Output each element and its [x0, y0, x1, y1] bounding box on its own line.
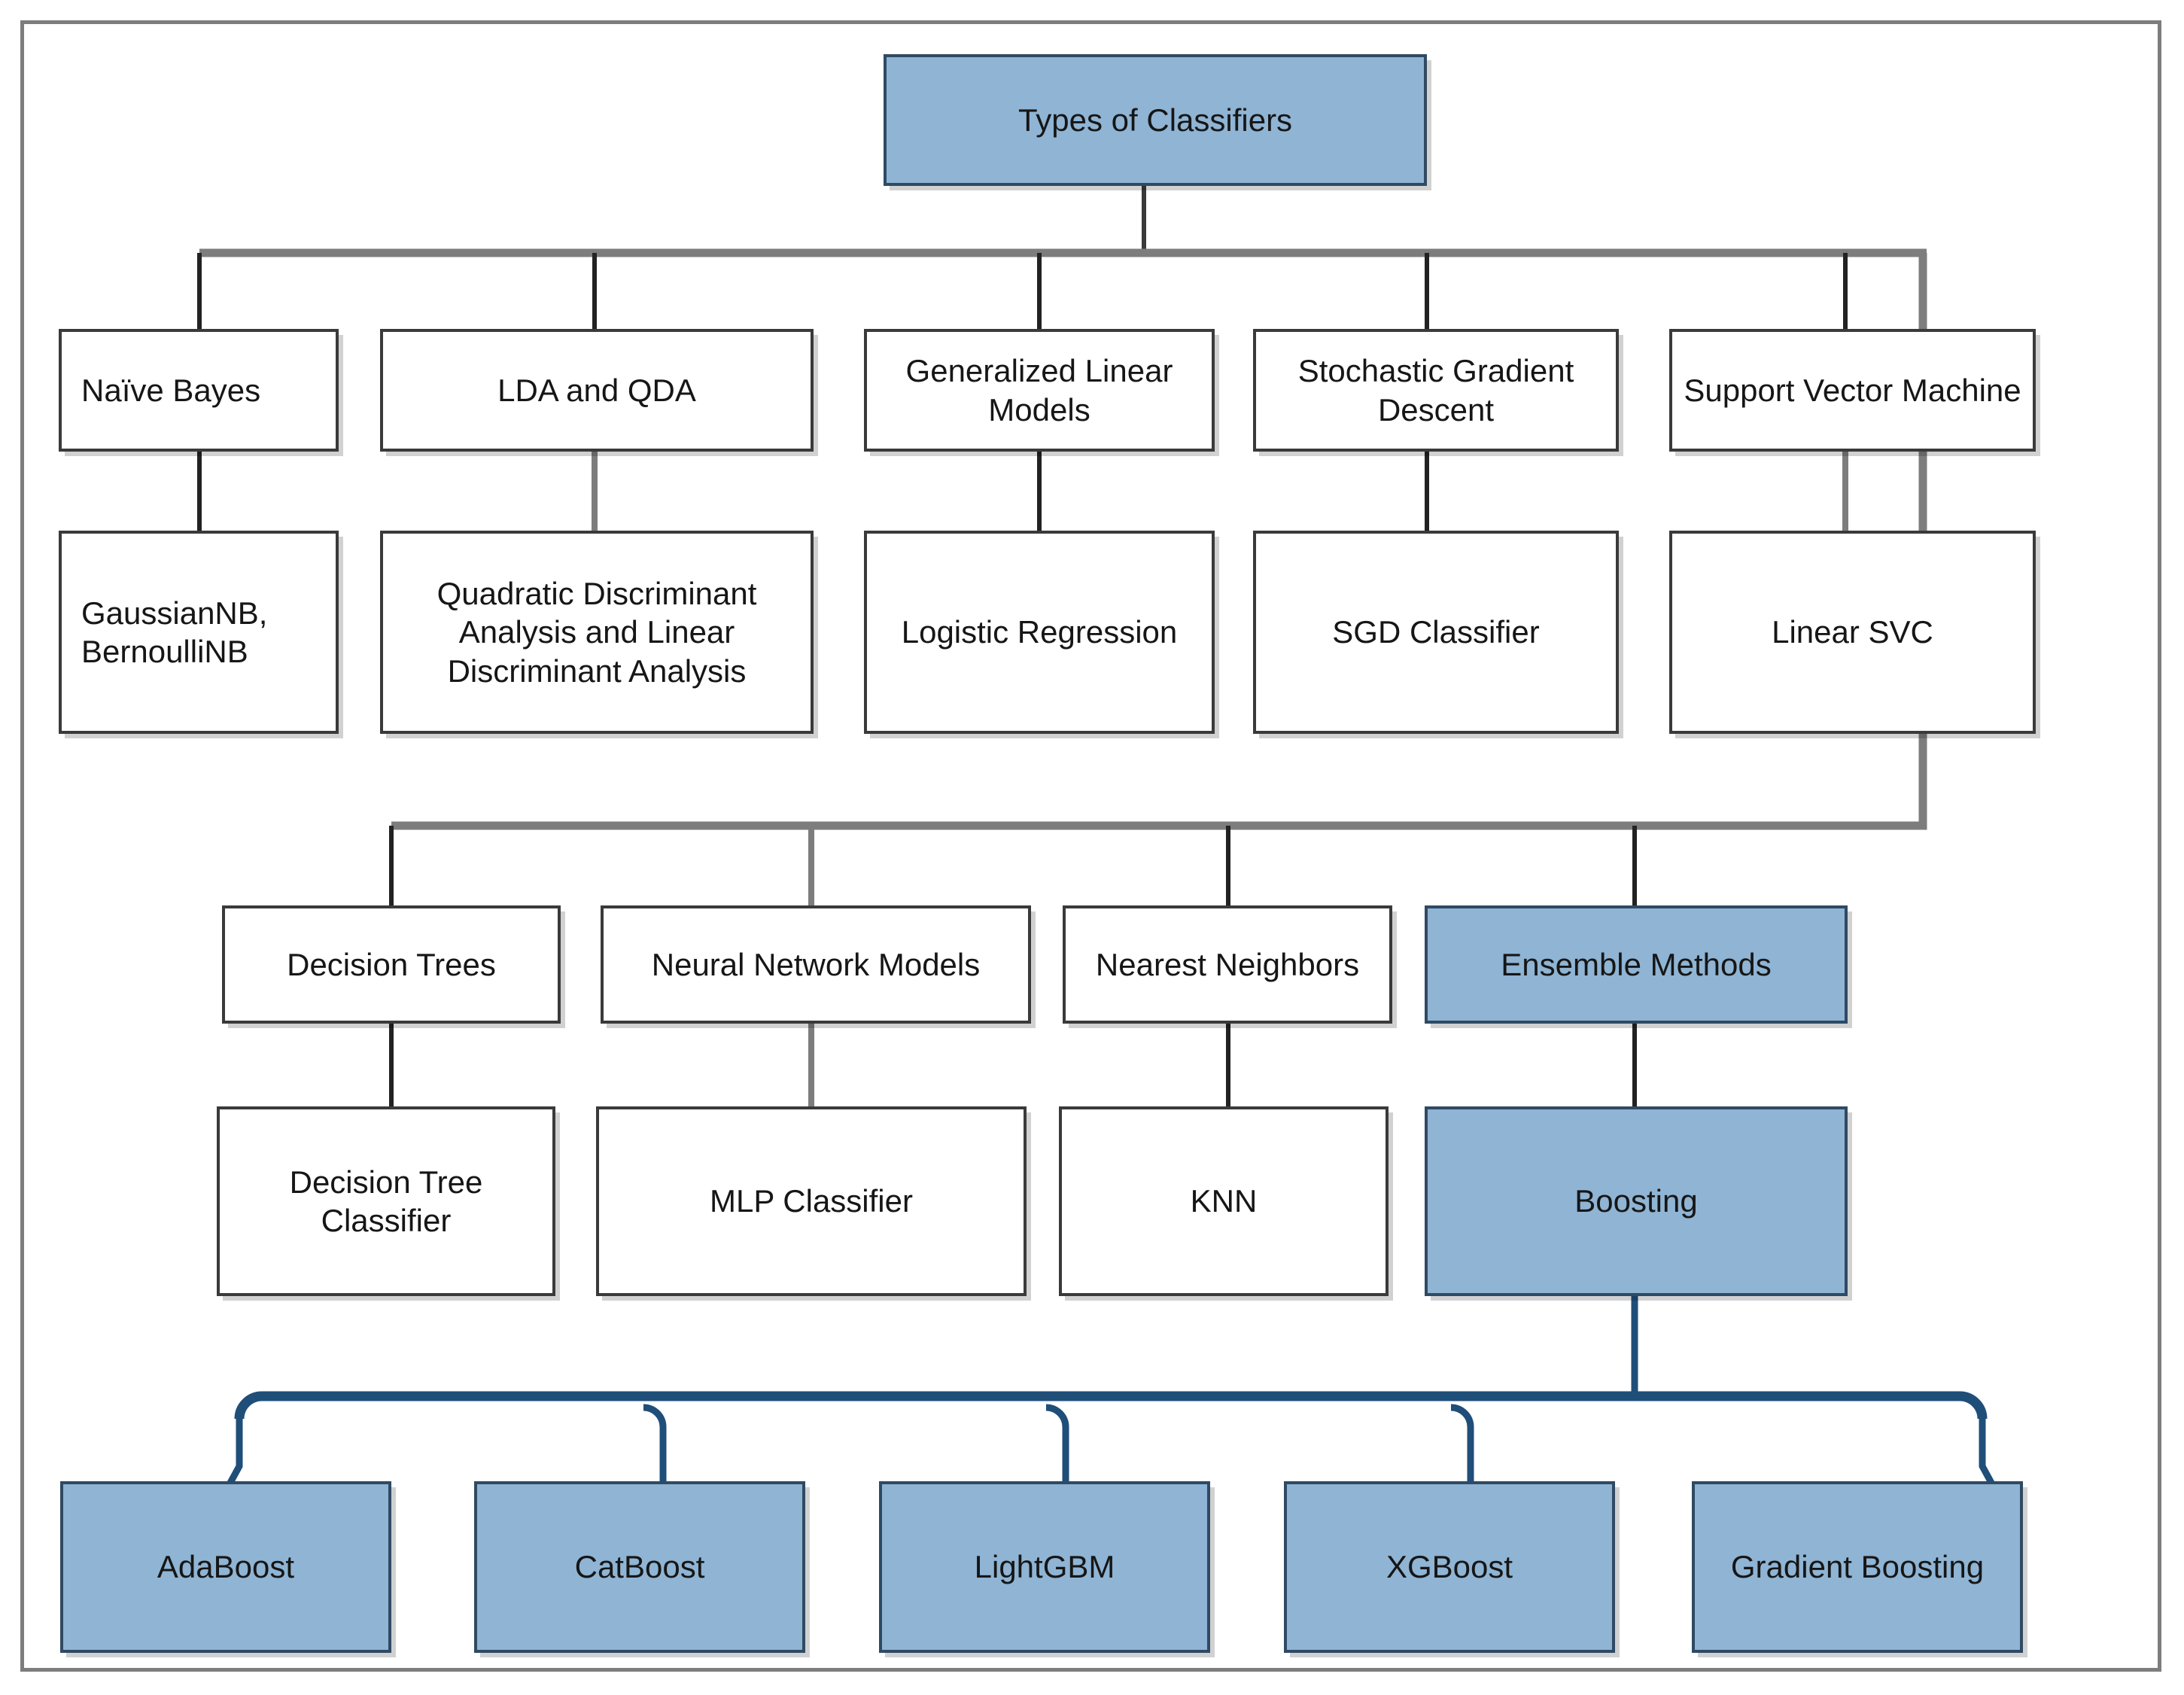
node-lda-and-qda[interactable]: LDA and QDA	[380, 329, 814, 452]
node-nearest-neighbors[interactable]: Nearest Neighbors	[1063, 905, 1392, 1024]
node-boosting[interactable]: Boosting	[1425, 1106, 1848, 1296]
node-xgboost[interactable]: XGBoost	[1284, 1481, 1615, 1653]
node-mlp-classifier[interactable]: MLP Classifier	[596, 1106, 1027, 1296]
node-label: GaussianNB, BernoulliNB	[81, 595, 268, 669]
node-catboost[interactable]: CatBoost	[474, 1481, 805, 1653]
node-label: Neural Network Models	[651, 946, 981, 982]
node-adaboost[interactable]: AdaBoost	[60, 1481, 391, 1653]
node-label: SGD Classifier	[1332, 614, 1540, 650]
node-label: Gradient Boosting	[1730, 1549, 1985, 1585]
node-label: Decision Tree Classifier	[289, 1164, 483, 1238]
node-label: LightGBM	[974, 1549, 1115, 1585]
node-label: MLP Classifier	[710, 1183, 913, 1219]
node-decision-trees[interactable]: Decision Trees	[222, 905, 561, 1024]
node-label: Generalized Linear Models	[905, 353, 1173, 428]
node-label: Logistic Regression	[901, 614, 1178, 650]
node-label: Linear SVC	[1772, 614, 1933, 650]
node-label: Types of Classifiers	[1017, 102, 1293, 138]
node-label: Nearest Neighbors	[1095, 946, 1360, 982]
node-label: Decision Trees	[287, 946, 496, 982]
node-generalized-linear-models[interactable]: Generalized Linear Models	[864, 329, 1215, 452]
node-label: AdaBoost	[157, 1549, 295, 1585]
node-gradient-boosting[interactable]: Gradient Boosting	[1692, 1481, 2023, 1653]
node-decision-tree-classifier[interactable]: Decision Tree Classifier	[217, 1106, 555, 1296]
node-sgd-classifier[interactable]: SGD Classifier	[1253, 531, 1619, 734]
node-support-vector-machine[interactable]: Support Vector Machine	[1669, 329, 2036, 452]
node-label: Stochastic Gradient Descent	[1297, 353, 1574, 428]
node-types-of-classifiers[interactable]: Types of Classifiers	[884, 54, 1427, 186]
node-qda-and-lda[interactable]: Quadratic Discriminant Analysis and Line…	[380, 531, 814, 734]
node-ensemble-methods[interactable]: Ensemble Methods	[1425, 905, 1848, 1024]
node-logistic-regression[interactable]: Logistic Regression	[864, 531, 1215, 734]
node-label: Naïve Bayes	[81, 372, 261, 408]
node-label: Ensemble Methods	[1501, 946, 1772, 982]
node-linear-svc[interactable]: Linear SVC	[1669, 531, 2036, 734]
node-label: CatBoost	[574, 1549, 705, 1585]
node-label: LDA and QDA	[497, 372, 696, 408]
node-label: Boosting	[1574, 1183, 1698, 1219]
node-label: KNN	[1190, 1183, 1258, 1219]
node-label: Quadratic Discriminant Analysis and Line…	[436, 576, 757, 689]
node-stochastic-gradient-descent[interactable]: Stochastic Gradient Descent	[1253, 329, 1619, 452]
node-gaussiannb-bernoullinb[interactable]: GaussianNB, BernoulliNB	[59, 531, 339, 734]
node-lightgbm[interactable]: LightGBM	[879, 1481, 1210, 1653]
node-neural-network-models[interactable]: Neural Network Models	[601, 905, 1031, 1024]
node-label: XGBoost	[1386, 1549, 1513, 1585]
node-naive-bayes[interactable]: Naïve Bayes	[59, 329, 339, 452]
diagram-frame	[20, 20, 2161, 1672]
node-label: Support Vector Machine	[1684, 372, 2021, 408]
node-knn[interactable]: KNN	[1059, 1106, 1389, 1296]
